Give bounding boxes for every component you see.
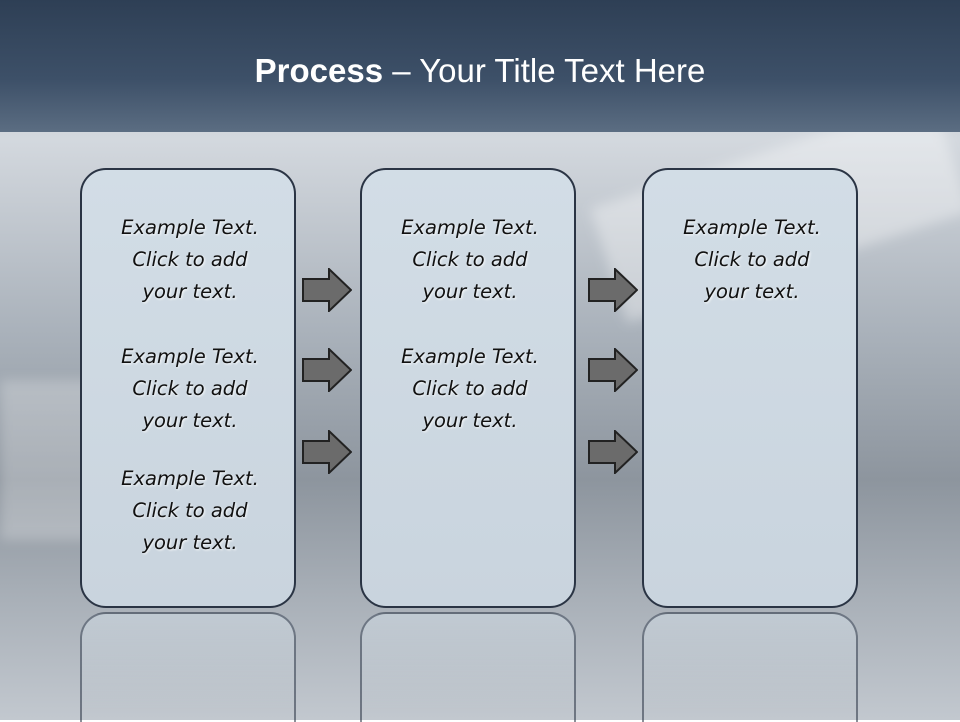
text-line: Click to add <box>132 499 248 522</box>
right-arrow-icon <box>302 348 352 392</box>
text-line: Click to add <box>412 248 528 271</box>
text-line: Click to add <box>132 377 248 400</box>
text-line: Click to add <box>412 377 528 400</box>
text-line: Example Text. <box>683 216 821 239</box>
text-line: Example Text. <box>401 216 539 239</box>
text-line: your text. <box>142 531 238 554</box>
text-line: Click to add <box>694 248 810 271</box>
text-line: your text. <box>422 280 518 303</box>
slide-title[interactable]: Process – Your Title Text Here <box>0 52 960 90</box>
text-line: Example Text. <box>121 467 259 490</box>
right-arrow-icon <box>588 348 638 392</box>
right-arrow-icon <box>302 268 352 312</box>
process-box-1[interactable]: Example Text. Click to add your text. Ex… <box>80 168 296 608</box>
box-reflection <box>360 612 576 722</box>
title-bar <box>0 0 960 132</box>
box-reflection <box>642 612 858 722</box>
right-arrow-icon <box>302 430 352 474</box>
text-block[interactable]: Example Text. Click to add your text. <box>82 341 298 437</box>
text-block[interactable]: Example Text. Click to add your text. <box>82 463 298 559</box>
text-line: Example Text. <box>121 216 259 239</box>
text-block[interactable]: Example Text. Click to add your text. <box>644 212 860 308</box>
text-block[interactable]: Example Text. Click to add your text. <box>362 212 578 308</box>
right-arrow-icon <box>588 268 638 312</box>
text-line: Example Text. <box>401 345 539 368</box>
text-line: your text. <box>142 280 238 303</box>
title-rest: – Your Title Text Here <box>383 52 706 89</box>
process-box-2[interactable]: Example Text. Click to add your text. Ex… <box>360 168 576 608</box>
box-reflection <box>80 612 296 722</box>
text-block[interactable]: Example Text. Click to add your text. <box>362 341 578 437</box>
text-line: Example Text. <box>121 345 259 368</box>
text-line: your text. <box>422 409 518 432</box>
title-bold: Process <box>254 52 384 89</box>
text-line: your text. <box>704 280 800 303</box>
right-arrow-icon <box>588 430 638 474</box>
text-line: Click to add <box>132 248 248 271</box>
process-box-3[interactable]: Example Text. Click to add your text. <box>642 168 858 608</box>
text-block[interactable]: Example Text. Click to add your text. <box>82 212 298 308</box>
text-line: your text. <box>142 409 238 432</box>
